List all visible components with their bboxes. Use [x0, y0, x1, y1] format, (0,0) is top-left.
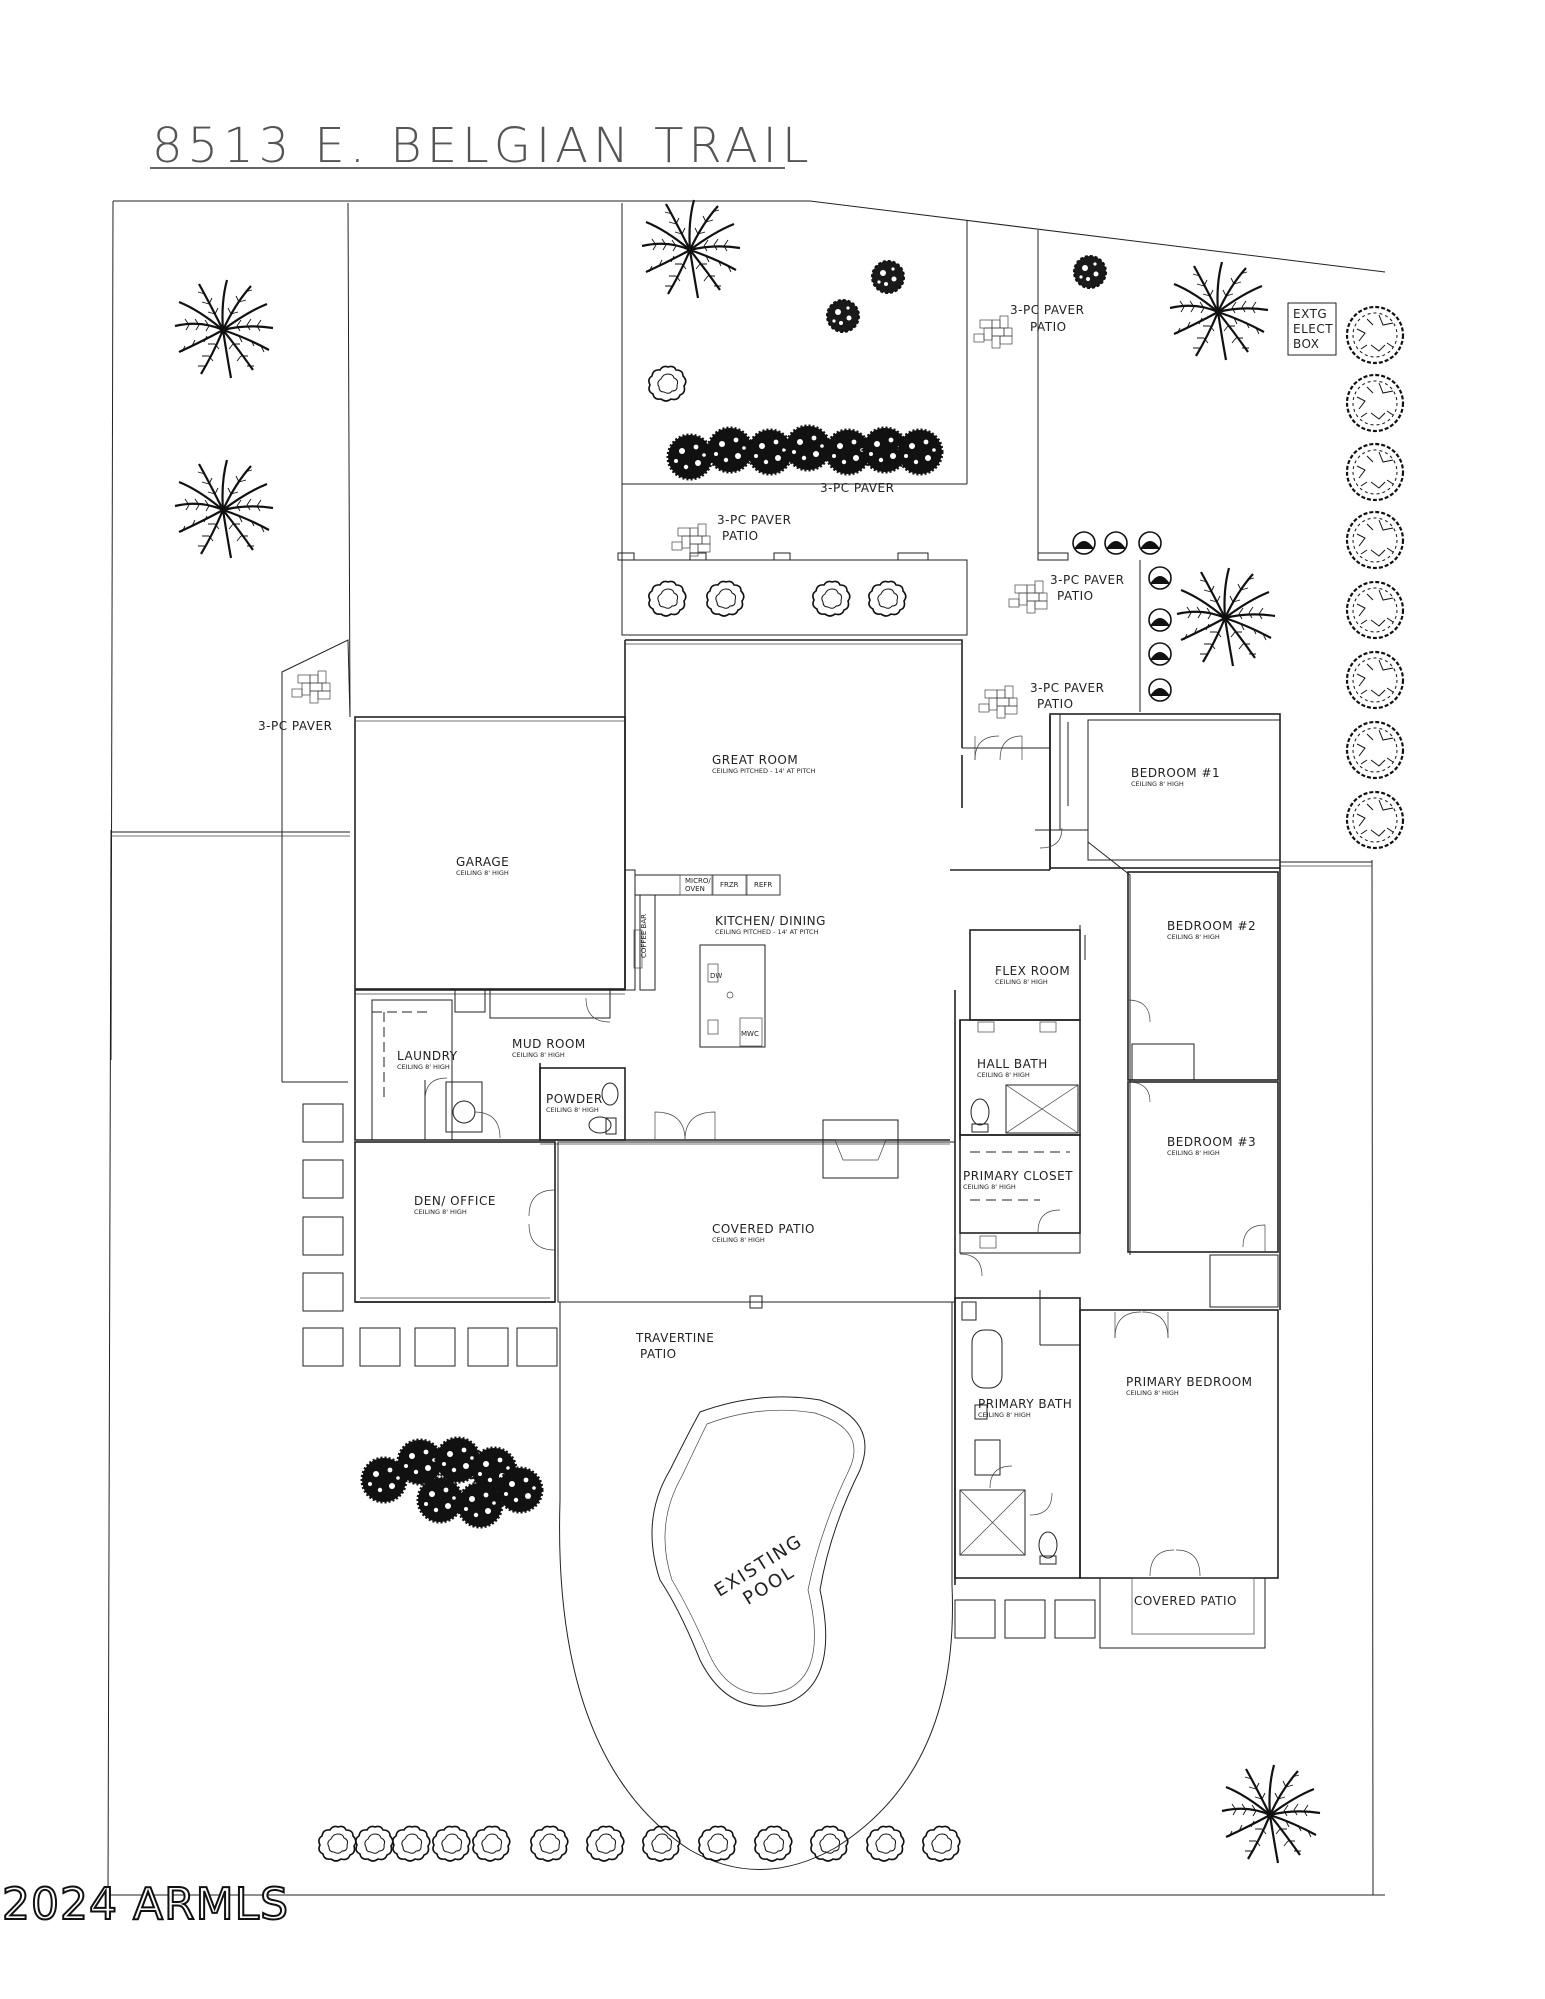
toilet-icon	[1038, 1531, 1058, 1565]
oven-label: OVEN	[685, 885, 705, 893]
ceiling-note: CEILING 8' HIGH	[712, 1236, 765, 1244]
paver-note: PATIO	[1037, 697, 1074, 711]
round-shrub-icon	[648, 580, 907, 617]
property-line-west	[107, 829, 112, 1896]
room-label-laundry: LAUNDRY	[397, 1049, 458, 1063]
stepping-stones	[302, 1103, 1096, 1639]
ceiling-note: CEILING 8' HIGH	[1167, 1149, 1220, 1157]
watermark: 2024 ARMLS	[2, 1879, 289, 1930]
fridge-label: REFR	[754, 881, 772, 889]
paver-note: 3-PC PAVER	[1030, 681, 1104, 695]
travertine-patio-outline	[559, 1302, 953, 1870]
paver-pattern-icon	[291, 315, 1048, 719]
paver-note: 3-PC PAVER	[1050, 573, 1124, 587]
ceiling-note: CEILING 8' HIGH	[414, 1208, 467, 1216]
palm-tree-icon	[173, 278, 275, 380]
garage-walls	[354, 716, 626, 990]
room-label-den: DEN/ OFFICE	[414, 1194, 496, 1208]
ceiling-note: CEILING 8' HIGH	[995, 978, 1048, 986]
paver-note: 3-PC PAVER	[258, 719, 332, 733]
toilet-icon	[970, 1098, 990, 1133]
travertine-note: PATIO	[640, 1347, 677, 1361]
paver-note: 3-PC PAVER	[1010, 303, 1084, 317]
property-line-east	[1371, 859, 1374, 1896]
paver-note: PATIO	[1057, 589, 1094, 603]
elect-box-note: BOX	[1293, 337, 1319, 351]
round-shrub-icon	[826, 299, 860, 333]
palm-tree-icon	[640, 198, 742, 300]
ceiling-note: CEILING 8' HIGH	[1167, 933, 1220, 941]
room-label-primary-bedroom: PRIMARY BEDROOM	[1126, 1375, 1253, 1389]
round-shrub-icon	[1073, 255, 1107, 289]
mwc-label: MWC	[741, 1030, 759, 1038]
palm-tree-icon	[173, 458, 275, 560]
ceiling-note: CEILING 8' HIGH	[1131, 780, 1184, 788]
ceiling-note: CEILING 8' HIGH	[456, 869, 509, 877]
room-label-kitchen: KITCHEN/ DINING	[715, 914, 826, 928]
room-label-bedroom-1: BEDROOM #1	[1131, 766, 1220, 780]
room-label-bedroom-2: BEDROOM #2	[1167, 919, 1256, 933]
plan-title: 8513 E. BELGIAN TRAIL	[152, 118, 814, 174]
round-shrub-icon	[871, 260, 905, 294]
round-shrub-icon	[318, 1825, 961, 1862]
electric-box	[1287, 302, 1337, 356]
elect-box-note: EXTG	[1293, 307, 1327, 321]
paver-note: PATIO	[722, 529, 759, 543]
paver-note: 3-PC PAVER	[820, 481, 894, 495]
room-label-powder: POWDER	[546, 1092, 603, 1106]
micro-label: MICRO/	[685, 877, 711, 885]
travertine-note: TRAVERTINE	[635, 1331, 714, 1345]
round-shrub-icon	[1072, 531, 1172, 702]
dishwasher-label: DW	[710, 972, 722, 980]
elect-box-note: ELECT	[1293, 322, 1333, 336]
ceiling-note: CEILING PITCHED - 14' AT PITCH	[715, 928, 819, 936]
room-label-primary-closet: PRIMARY CLOSET	[963, 1169, 1073, 1183]
room-label-covered-patio: COVERED PATIO	[712, 1222, 815, 1236]
ceiling-note: CEILING 8' HIGH	[512, 1051, 565, 1059]
ceiling-note: CEILING 8' HIGH	[1126, 1389, 1179, 1397]
washer-icon	[445, 1081, 483, 1133]
dense-shrub-icon	[360, 1436, 544, 1529]
room-label-garage: GARAGE	[456, 855, 509, 869]
existing-pool	[651, 1396, 866, 1707]
paver-note: 3-PC PAVER	[717, 513, 791, 527]
room-label-covered-patio-2: COVERED PATIO	[1134, 1594, 1237, 1608]
round-shrub-icon	[648, 365, 687, 402]
room-label-bedroom-3: BEDROOM #3	[1167, 1135, 1256, 1149]
palm-tree-icon	[1175, 566, 1277, 668]
property-line-north	[113, 200, 1386, 273]
room-label-flex: FLEX ROOM	[995, 964, 1070, 978]
ceiling-note: CEILING PITCHED - 14' AT PITCH	[712, 767, 816, 775]
ceiling-note: CEILING 8' HIGH	[977, 1071, 1030, 1079]
room-label-hall-bath: HALL BATH	[977, 1057, 1048, 1071]
ceiling-note: CEILING 8' HIGH	[546, 1106, 599, 1114]
ceiling-note: CEILING 8' HIGH	[978, 1411, 1031, 1419]
round-shrub-icon	[1345, 305, 1405, 850]
toilet-icon	[588, 1116, 617, 1135]
ceiling-note: CEILING 8' HIGH	[397, 1063, 450, 1071]
palm-tree-icon	[1168, 260, 1270, 362]
paver-note: PATIO	[1030, 320, 1067, 334]
coffee-bar-label: COFFEE BAR	[640, 914, 648, 958]
palm-tree-icon	[1220, 1763, 1322, 1865]
room-label-mud-room: MUD ROOM	[512, 1037, 586, 1051]
ceiling-note: CEILING 8' HIGH	[963, 1183, 1016, 1191]
freezer-label: FRZR	[720, 881, 739, 889]
dense-shrub-icon	[666, 424, 944, 481]
room-label-primary-bath: PRIMARY BATH	[978, 1397, 1072, 1411]
room-label-great-room: GREAT ROOM	[712, 753, 798, 767]
